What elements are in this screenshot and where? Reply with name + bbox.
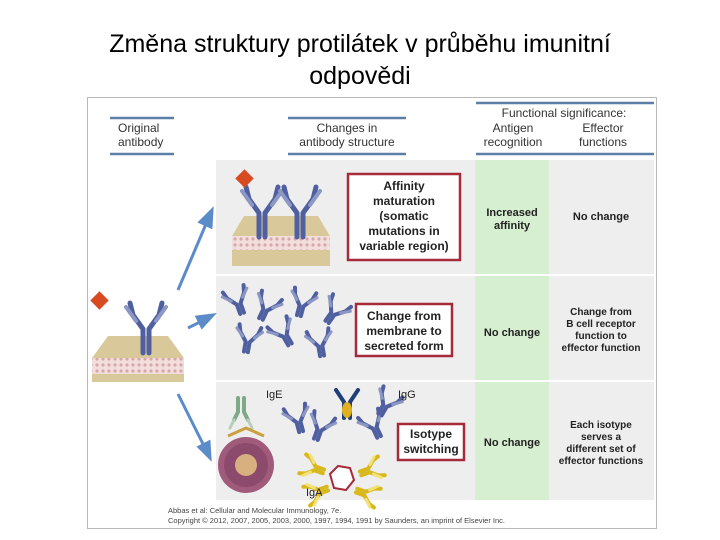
credit-line-2: Copyright © 2012, 2007, 2005, 2003, 2000… bbox=[168, 516, 505, 525]
ige-arms bbox=[228, 418, 254, 430]
row-affinity: Affinity maturation (somatic mutations i… bbox=[232, 169, 629, 266]
row3-change-1: Isotype bbox=[410, 427, 452, 441]
arrows bbox=[176, 206, 217, 462]
row3-effector-3: different set of bbox=[566, 444, 636, 455]
row-secreted: Change from membrane to secreted form No… bbox=[218, 282, 641, 361]
row1-change-5: variable region) bbox=[359, 239, 448, 253]
ige-antibody bbox=[232, 396, 250, 422]
header-functional: Functional significance: bbox=[502, 106, 627, 120]
row2-change-3: secreted form bbox=[364, 339, 443, 353]
antibody-change-figure: Original antibody Changes in antibody st… bbox=[87, 97, 657, 529]
header-original-1: Original bbox=[118, 121, 159, 135]
header-antigen-2: recognition bbox=[484, 135, 543, 149]
row1-change-2: maturation bbox=[373, 194, 435, 208]
row3-change-2: switching bbox=[403, 442, 458, 456]
header-changes-1: Changes in bbox=[317, 121, 378, 135]
row3-antigen-1: No change bbox=[484, 437, 540, 449]
iga-label: IgA bbox=[306, 487, 323, 499]
figure-canvas: Original antibody Changes in antibody st… bbox=[90, 101, 654, 525]
row1-change-4: mutations in bbox=[368, 224, 439, 238]
arrow-head-row3 bbox=[196, 439, 212, 462]
row2-effector-4: effector function bbox=[562, 343, 641, 354]
row2-effector-2: B cell receptor bbox=[566, 319, 636, 330]
original-antibody bbox=[90, 291, 184, 382]
ige-label: IgE bbox=[266, 389, 283, 401]
row2-change-2: membrane to bbox=[366, 324, 441, 338]
isotype-switching-box bbox=[396, 422, 466, 462]
row3-effector-2: serves a bbox=[581, 432, 621, 443]
row1-change-1: Affinity bbox=[383, 179, 425, 193]
header-effector-2: functions bbox=[579, 135, 627, 149]
row2-antigen-1: No change bbox=[484, 327, 540, 339]
membrane-to-secreted-box bbox=[354, 302, 454, 358]
arrow-head-row1 bbox=[197, 206, 214, 230]
igg-complement-core bbox=[342, 402, 352, 418]
slide-title-line-2: odpovědi bbox=[309, 62, 411, 90]
membrane-bottom bbox=[92, 374, 184, 382]
row1-effector-1: No change bbox=[573, 211, 629, 223]
header-antigen-1: Antigen bbox=[493, 121, 534, 135]
antigen-column bbox=[475, 160, 549, 500]
arrow-head-row2 bbox=[194, 313, 217, 330]
membrane bbox=[92, 358, 184, 374]
row1-membrane-bottom bbox=[232, 250, 330, 266]
membrane-top bbox=[92, 336, 184, 358]
affinity-maturation-box bbox=[346, 172, 462, 262]
header-original-2: antibody bbox=[118, 135, 163, 149]
row2-change-1: Change from bbox=[367, 309, 441, 323]
antigen-diamond-icon bbox=[90, 291, 109, 310]
row1-antigen-2: affinity bbox=[494, 220, 531, 232]
row2-effector-1: Change from bbox=[570, 307, 632, 318]
credit-line-1: Abbas et al: Cellular and Molecular Immu… bbox=[168, 506, 341, 515]
iga-j-chain-icon bbox=[328, 464, 356, 492]
row1-change-3: (somatic bbox=[379, 209, 429, 223]
row-isotype: IgE IgG IgA Isotype switching No change … bbox=[218, 383, 644, 511]
row2-effector-3: function to bbox=[575, 331, 627, 342]
header-changes-2: antibody structure bbox=[299, 135, 395, 149]
mast-cell-nucleus bbox=[235, 454, 257, 476]
row3-effector-4: effector functions bbox=[559, 456, 644, 467]
fc-receptor bbox=[227, 426, 265, 438]
row1-membrane-top bbox=[232, 216, 330, 236]
slide-title-line-1: Změna struktury protilátek v průběhu imu… bbox=[109, 30, 611, 58]
slide-title: Změna struktury protilátek v průběhu imu… bbox=[40, 28, 680, 92]
arrow-to-row1 bbox=[176, 223, 208, 291]
row1-antigen-1: Increased bbox=[486, 207, 537, 219]
row1-antigen-icon bbox=[235, 169, 254, 188]
row3-effector-1: Each isotype bbox=[570, 420, 632, 431]
arrow-to-row3 bbox=[176, 393, 206, 447]
igg-label: IgG bbox=[398, 389, 416, 401]
row1-membrane bbox=[232, 236, 330, 250]
arrow-to-row2 bbox=[187, 320, 201, 330]
header-effector-1: Effector bbox=[582, 121, 623, 135]
figure-header: Original antibody Changes in antibody st… bbox=[110, 101, 654, 156]
